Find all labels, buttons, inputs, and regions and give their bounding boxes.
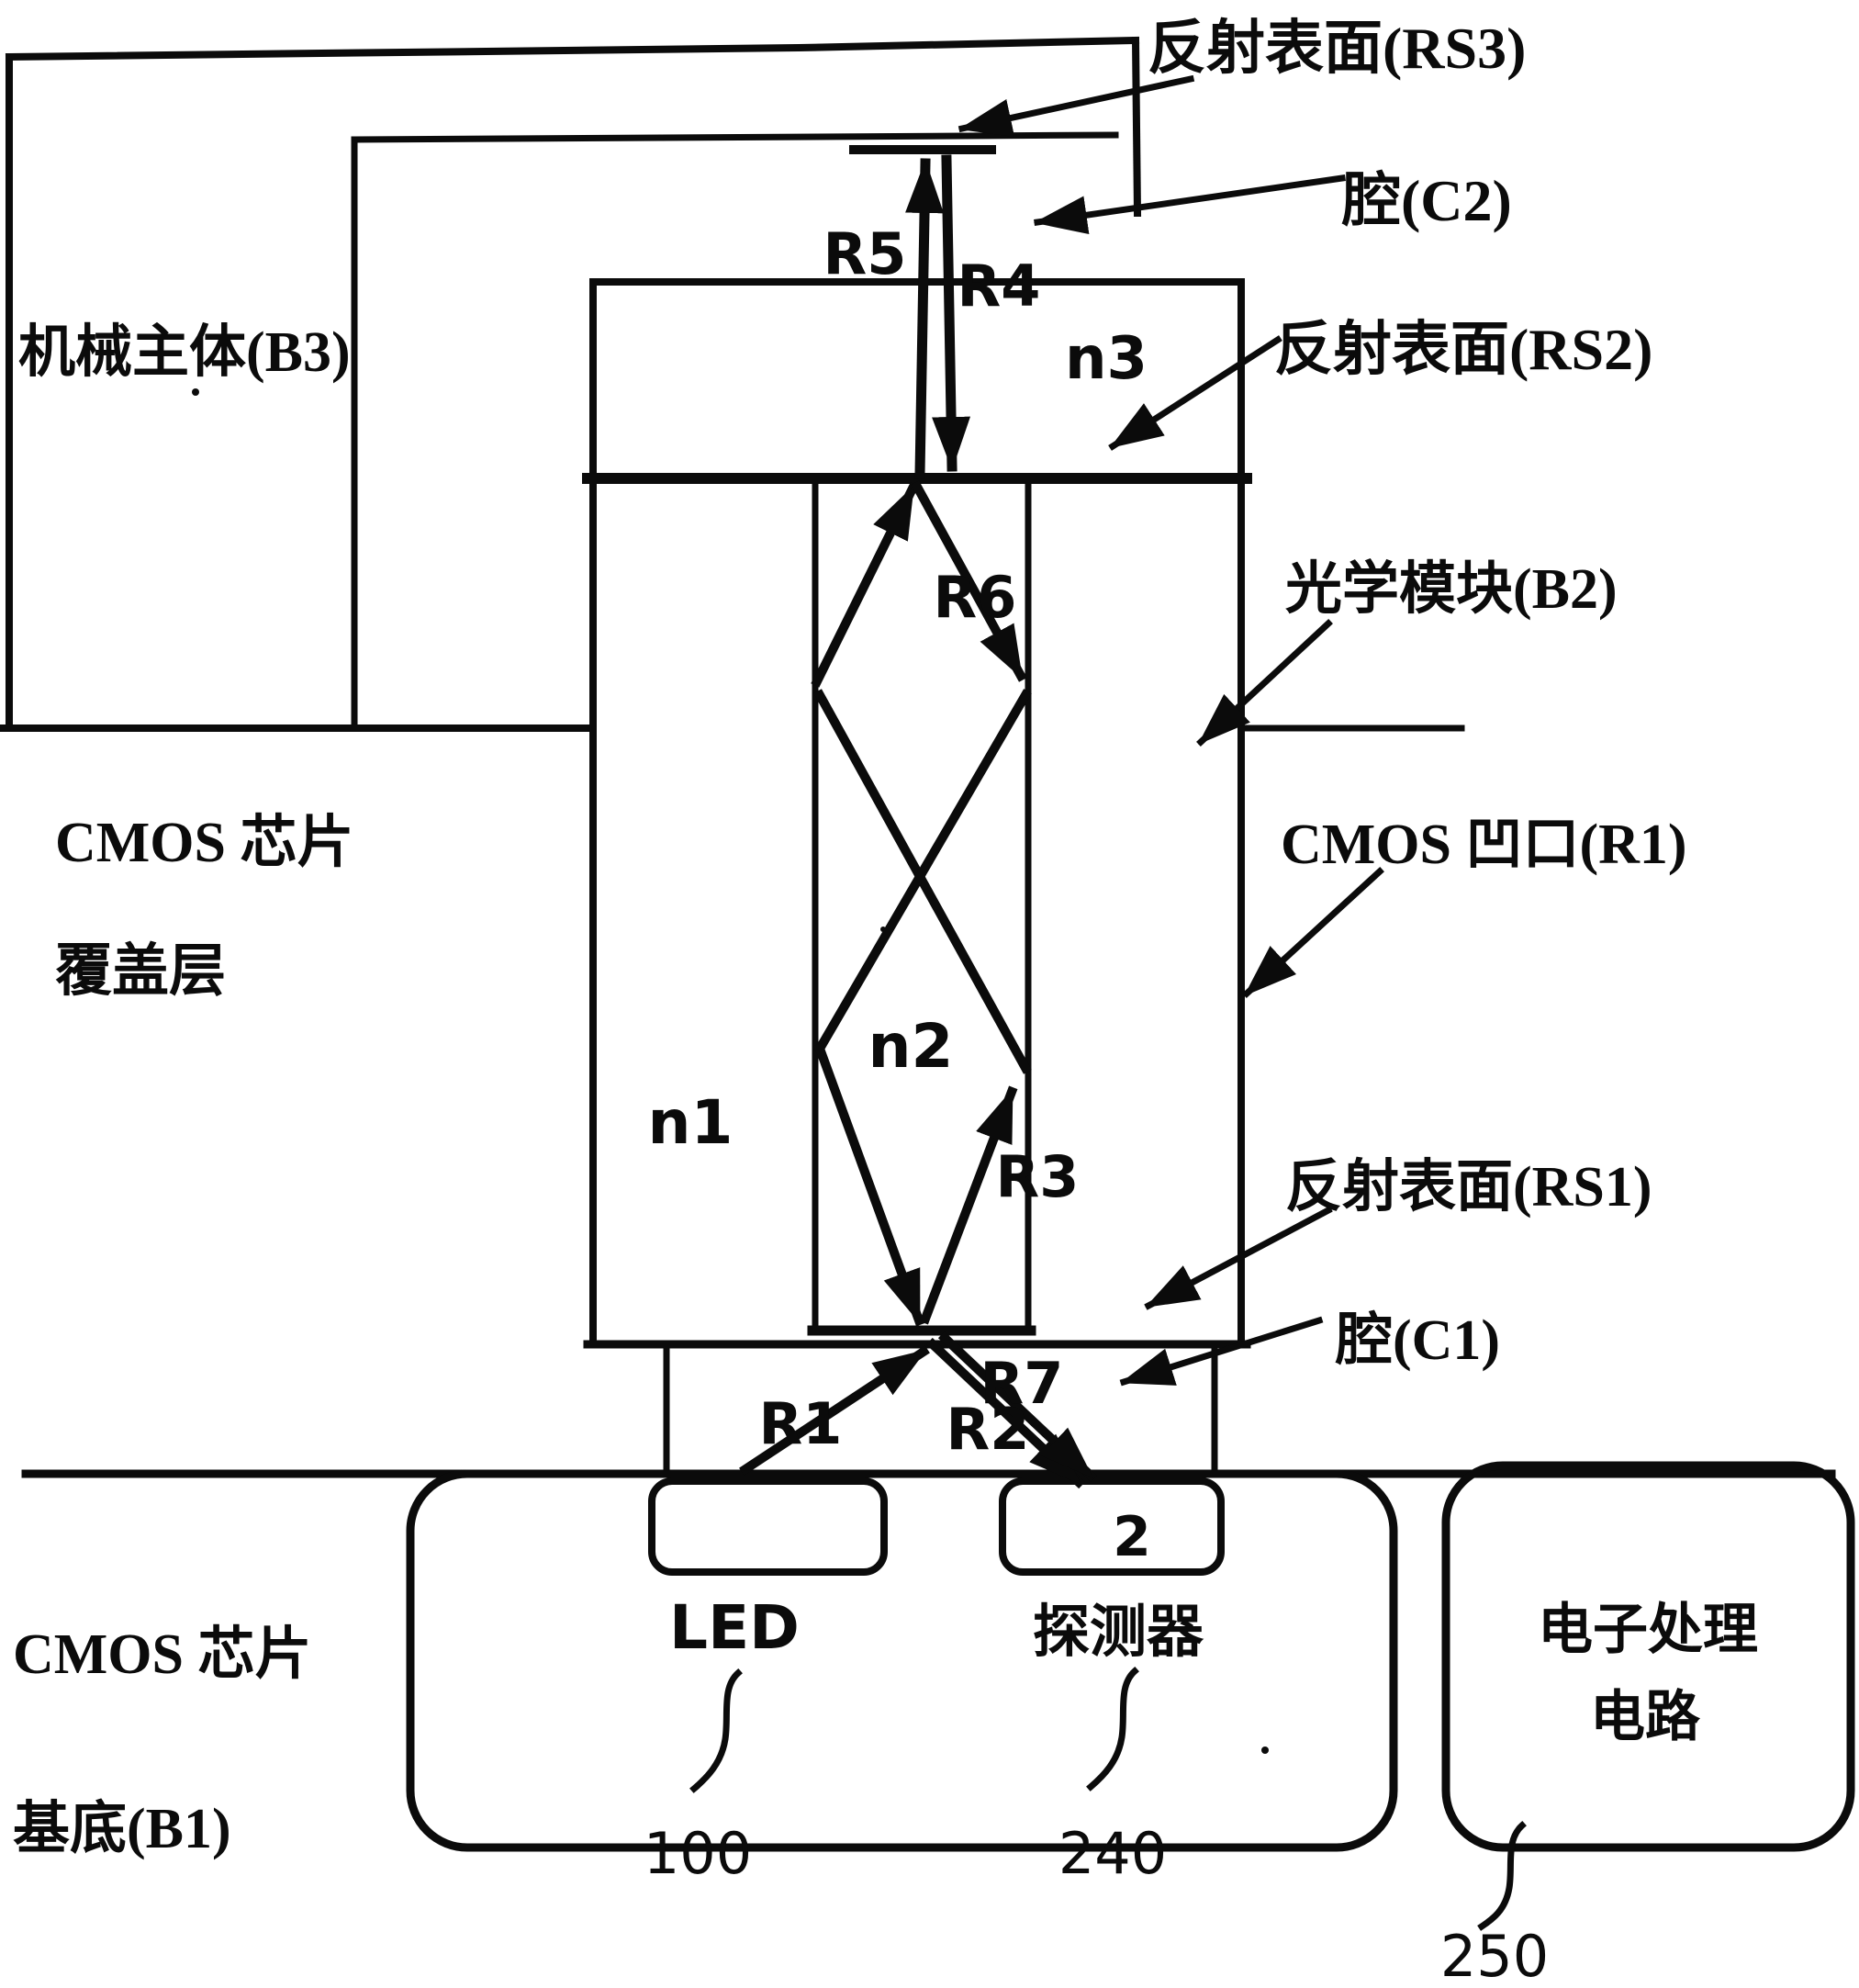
ink-speck xyxy=(192,388,199,396)
cavity-c2-label: 腔(C2) xyxy=(1341,168,1512,233)
ray-r5-arrow xyxy=(920,163,925,474)
ray-r5-label: R5 xyxy=(823,220,907,287)
processing-circuit-label-line2: 电路 xyxy=(1590,1687,1701,1747)
n3-medium-label: n3 xyxy=(1065,325,1148,393)
ray-r3-label: R3 xyxy=(996,1143,1080,1210)
reflective-surface-rs2-label: 反射表面(RS2) xyxy=(1274,317,1652,382)
chip-substrate-label-line1: CMOS 芯片 xyxy=(13,1623,312,1686)
led-label: LED xyxy=(669,1592,800,1663)
detector-label: 探测器 xyxy=(1033,1601,1204,1664)
detector-reference-numeral: 240 xyxy=(1058,1820,1167,1887)
chip-substrate-label-line2: 基底(B1) xyxy=(13,1797,231,1860)
ray-r1-label: R1 xyxy=(759,1390,843,1457)
reflective-surface-rs3-label: 反射表面(RS3) xyxy=(1148,16,1526,81)
mechanical-body-b3-label: 机械主体(B3) xyxy=(18,321,351,384)
ray-r4-label: R4 xyxy=(957,253,1041,320)
ink-speck xyxy=(880,927,886,932)
ink-speck xyxy=(1261,1747,1269,1754)
n1-medium-label: n1 xyxy=(648,1087,734,1158)
ray-r6-label: R6 xyxy=(934,564,1017,631)
n2-medium-label: n2 xyxy=(868,1011,954,1082)
optical-module-b2-label: 光学模块(B2) xyxy=(1285,557,1618,621)
reflective-surface-rs1-label: 反射表面(RS1) xyxy=(1285,1155,1652,1219)
chip-cover-label-line2: 覆盖层 xyxy=(55,939,226,1003)
cavity-c1-label: 腔(C1) xyxy=(1335,1308,1500,1372)
chip-cover-label-line1: CMOS 芯片 xyxy=(55,812,354,874)
inner-top-edge-line xyxy=(354,135,1115,140)
processing-reference-numeral: 250 xyxy=(1440,1923,1549,1988)
detector-mark-label: 2 xyxy=(1113,1505,1151,1569)
processing-circuit-label-line1: 电子处理 xyxy=(1538,1600,1758,1660)
ray-r4-arrow xyxy=(946,160,952,466)
ray-r2-label: R2 xyxy=(946,1396,1030,1463)
right-corner-tick xyxy=(1136,40,1137,213)
led-reference-numeral: 100 xyxy=(644,1820,752,1887)
cmos-recess-r1-label: CMOS 凹口(R1) xyxy=(1281,814,1687,876)
